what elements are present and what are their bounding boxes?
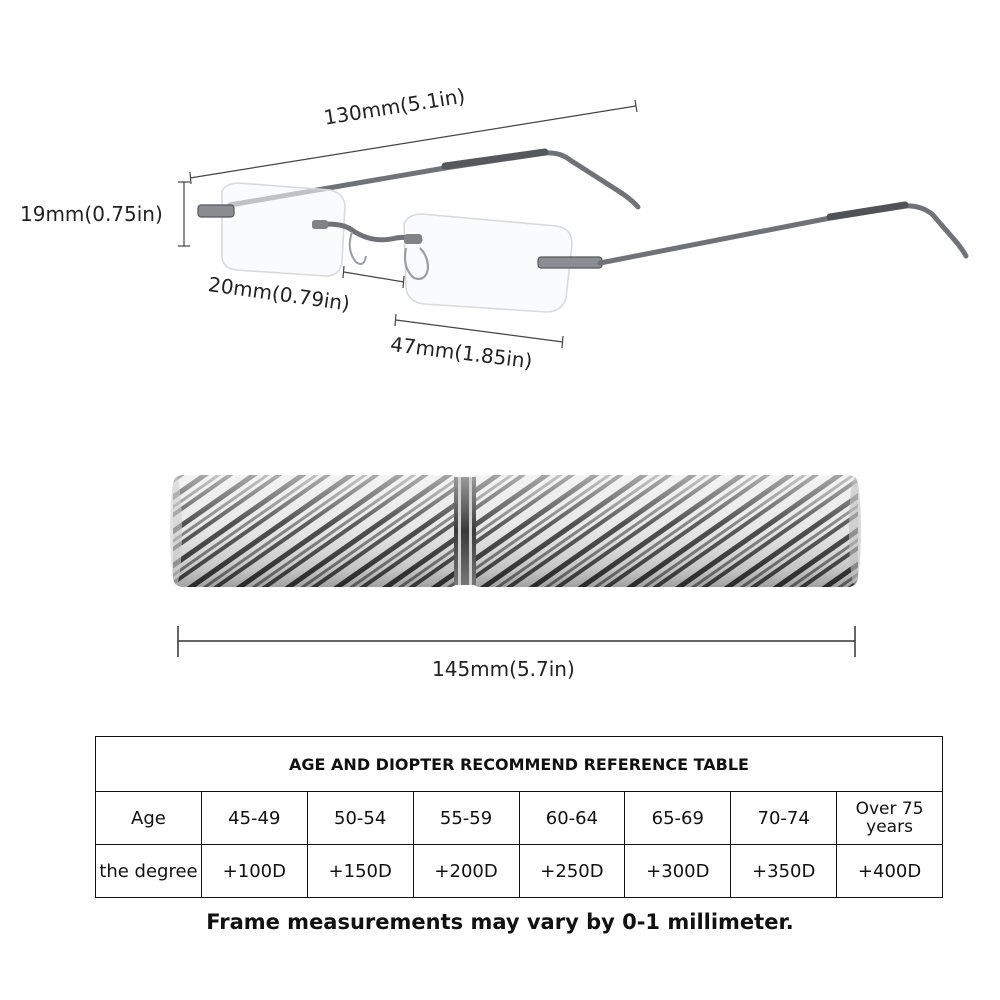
- case-length-dimension-line: [177, 626, 856, 657]
- row-header-age: Age: [95, 791, 202, 845]
- total-length-dimension-line: [189, 99, 638, 185]
- age-cell: 50-54: [306, 791, 414, 845]
- age-diopter-table: AGE AND DIOPTER RECOMMEND REFERENCE TABL…: [95, 736, 943, 898]
- table-title: AGE AND DIOPTER RECOMMEND REFERENCE TABL…: [95, 736, 943, 792]
- table-row-age: Age 45-49 50-54 55-59 60-64 65-69 70-74 …: [95, 791, 943, 845]
- age-cell: 65-69: [624, 791, 732, 845]
- degree-cell: +400D: [836, 844, 943, 898]
- case-length-label: 145mm(5.7in): [432, 657, 575, 681]
- degree-cell: +300D: [624, 844, 732, 898]
- bridge-width-dimension-line: [342, 265, 405, 289]
- lens-height-label: 19mm(0.75in): [20, 202, 163, 226]
- degree-cell: +150D: [306, 844, 414, 898]
- lens-width-dimension-line: [394, 313, 564, 349]
- age-cell: Over 75 years: [836, 791, 943, 845]
- degree-cell: +250D: [518, 844, 626, 898]
- table-row-degree: the degree +100D +150D +200D +250D +300D…: [95, 844, 943, 898]
- age-cell: 60-64: [518, 791, 626, 845]
- age-cell: 55-59: [412, 791, 520, 845]
- degree-cell: +100D: [200, 844, 308, 898]
- degree-cell: +350D: [730, 844, 838, 898]
- glasses-case: [170, 475, 861, 587]
- degree-cell: +200D: [412, 844, 520, 898]
- measurement-note: Frame measurements may vary by 0-1 milli…: [206, 910, 794, 934]
- age-cell: 70-74: [730, 791, 838, 845]
- lens-height-dimension-line: [178, 181, 190, 247]
- row-header-degree: the degree: [95, 844, 202, 898]
- age-cell: 45-49: [200, 791, 308, 845]
- reading-glasses: [197, 148, 969, 313]
